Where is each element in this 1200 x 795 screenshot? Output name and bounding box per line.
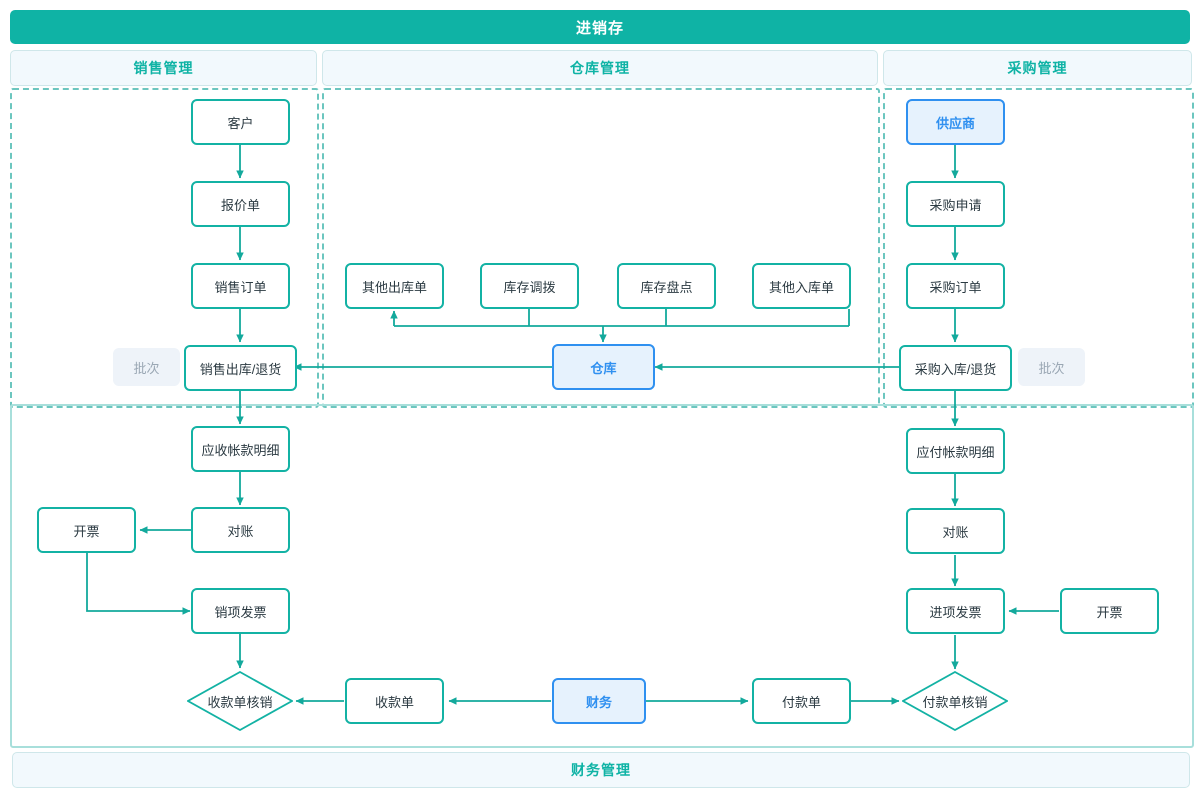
node-sales-outbound-return[interactable]: 销售出库/退货: [184, 345, 297, 391]
node-purchase-requisition[interactable]: 采购申请: [906, 181, 1005, 227]
group-frame-purchase: [883, 88, 1194, 408]
node-payment-writeoff[interactable]: 付款单核销: [901, 670, 1009, 732]
chip-batch-sales: 批次: [113, 348, 180, 386]
main-title-banner: 进销存: [10, 10, 1190, 44]
node-sales-order[interactable]: 销售订单: [191, 263, 290, 309]
group-frame-finance: [10, 404, 1194, 748]
node-reconciliation-ap[interactable]: 对账: [906, 508, 1005, 554]
node-input-invoice[interactable]: 进项发票: [906, 588, 1005, 634]
node-other-inbound[interactable]: 其他入库单: [752, 263, 851, 309]
node-payment-writeoff-label: 付款单核销: [922, 694, 988, 710]
node-other-outbound[interactable]: 其他出库单: [345, 263, 444, 309]
node-ap-detail[interactable]: 应付帐款明细: [906, 428, 1005, 474]
node-receipt-voucher[interactable]: 收款单: [345, 678, 444, 724]
node-receipt-writeoff-label: 收款单核销: [207, 694, 273, 710]
node-quotation[interactable]: 报价单: [191, 181, 290, 227]
diamond-shape: [901, 670, 1009, 732]
node-purchase-order[interactable]: 采购订单: [906, 263, 1005, 309]
node-ar-detail[interactable]: 应收帐款明细: [191, 426, 290, 472]
section-header-warehouse: 仓库管理: [322, 50, 878, 86]
node-inventory-transfer[interactable]: 库存调拨: [480, 263, 579, 309]
section-header-finance: 财务管理: [12, 752, 1190, 788]
node-output-invoice[interactable]: 销项发票: [191, 588, 290, 634]
node-warehouse-hub[interactable]: 仓库: [552, 344, 655, 390]
section-header-sales: 销售管理: [10, 50, 317, 86]
node-purchase-inbound-return[interactable]: 采购入库/退货: [899, 345, 1012, 391]
node-customer[interactable]: 客户: [191, 99, 290, 145]
chip-batch-purchase: 批次: [1018, 348, 1085, 386]
node-invoicing-ap[interactable]: 开票: [1060, 588, 1159, 634]
diamond-shape: [186, 670, 294, 732]
node-invoicing-ar[interactable]: 开票: [37, 507, 136, 553]
node-finance-hub[interactable]: 财务: [552, 678, 646, 724]
group-frame-warehouse: [322, 88, 880, 408]
group-frame-sales: [10, 88, 319, 408]
node-payment-voucher[interactable]: 付款单: [752, 678, 851, 724]
node-supplier[interactable]: 供应商: [906, 99, 1005, 145]
node-inventory-stocktake[interactable]: 库存盘点: [617, 263, 716, 309]
node-receipt-writeoff[interactable]: 收款单核销: [186, 670, 294, 732]
node-reconciliation-ar[interactable]: 对账: [191, 507, 290, 553]
section-header-purchase: 采购管理: [883, 50, 1192, 86]
